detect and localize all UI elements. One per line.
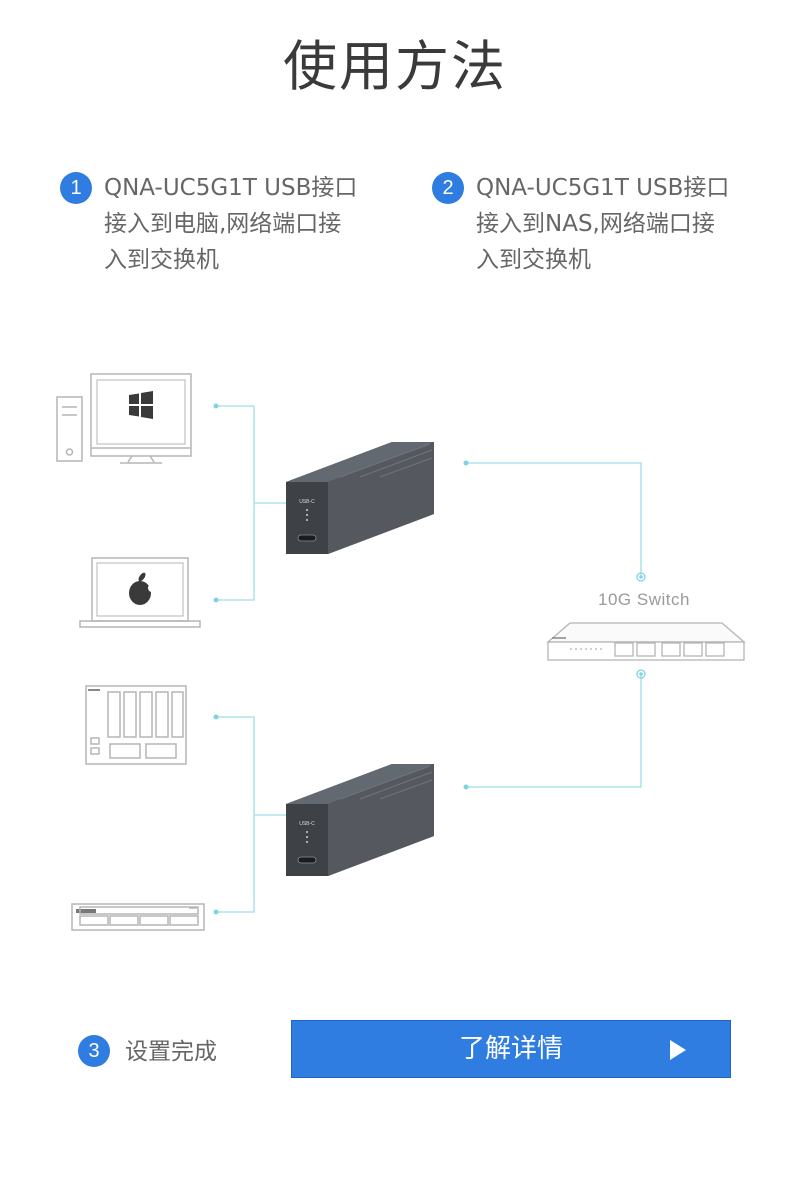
desktop-pc-icon	[56, 373, 192, 464]
step-1-text: QNA-UC5G1T USB接口 接入到电脑,网络端口接 入到交换机	[104, 175, 358, 273]
connection-diagram: USB-C USB-C	[56, 373, 746, 931]
nas-tower-icon	[85, 685, 187, 765]
step-2-badge: 2	[432, 172, 464, 204]
connection-lines	[216, 405, 642, 913]
usb-adapter-2-icon	[286, 764, 434, 876]
connection-dots	[213, 403, 646, 915]
play-arrow-icon	[670, 1040, 686, 1060]
step-3-badge: 3	[78, 1035, 110, 1067]
rackmount-nas-icon	[71, 903, 205, 931]
apple-logo-icon	[129, 572, 156, 605]
adapter-2-port-label: USB-C	[299, 821, 315, 827]
page-title: 使用方法	[283, 35, 507, 98]
adapter-1-port-label: USB-C	[299, 499, 315, 505]
switch-label: 10G Switch	[598, 590, 690, 609]
learn-more-label: 了解详情	[458, 1034, 563, 1064]
usb-adapter-1-icon	[286, 442, 434, 554]
step-2-text: QNA-UC5G1T USB接口 接入到NAS,网络端口接 入到交换机	[476, 175, 730, 273]
step-1-badge: 1	[60, 172, 92, 204]
network-switch-icon	[546, 622, 746, 661]
windows-logo-icon	[129, 391, 153, 419]
learn-more-button[interactable]: 了解详情	[291, 1020, 731, 1078]
step-3-text: 设置完成	[125, 1039, 217, 1065]
